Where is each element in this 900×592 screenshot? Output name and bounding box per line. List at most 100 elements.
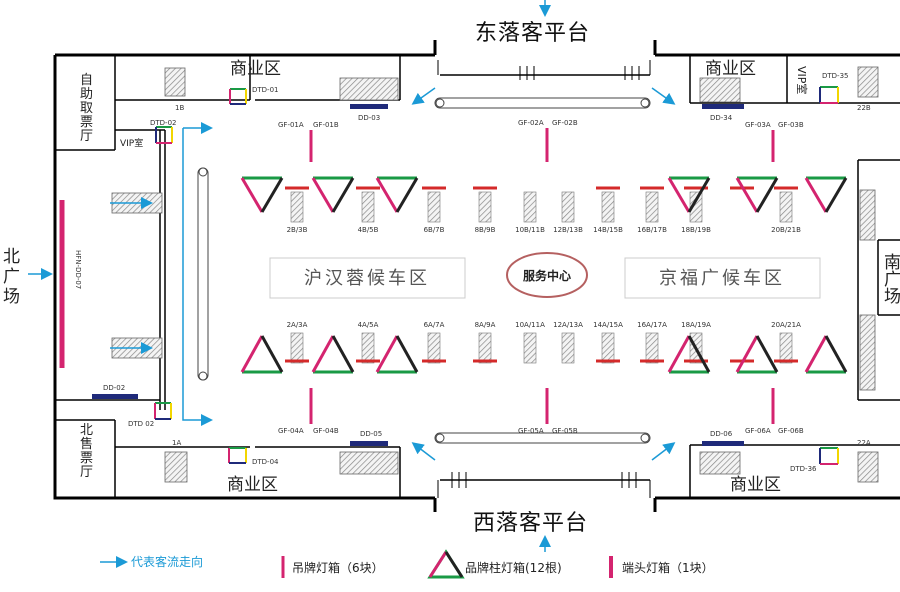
code-labels: DD-03 DD-34 DD-05 DD-06 DD-02 DTD-01 DTD… — [103, 72, 871, 473]
gate-label-bottom: 10A/11A — [515, 321, 545, 329]
door-signs — [154, 86, 839, 465]
commercial-area-top-left: 商业区 — [230, 59, 281, 79]
svg-text:GF-06B: GF-06B — [778, 427, 804, 435]
svg-text:GF-04B: GF-04B — [313, 427, 339, 435]
waiting-area-left-box — [269, 257, 466, 299]
gate-column-top — [779, 191, 793, 223]
gate-column-top — [361, 191, 375, 223]
svg-text:DTD 02: DTD 02 — [128, 420, 154, 428]
gate-label-top: 12B/13B — [553, 226, 583, 234]
gate-label-top: 14B/15B — [593, 226, 623, 234]
pillar-triangle-bottom — [804, 335, 848, 374]
waiting-area-left: 沪汉蓉候车区 — [304, 268, 430, 289]
gate-column-bottom — [523, 332, 537, 364]
svg-text:场: 场 — [884, 287, 900, 307]
gate-label-top: 10B/11B — [515, 226, 545, 234]
gate-column-bottom — [290, 332, 304, 364]
svg-text:GF-03B: GF-03B — [778, 121, 804, 129]
legend: 代表客流走向 吊牌灯箱（6块） 品牌柱灯箱(12根) 端头灯箱（1块） — [131, 549, 714, 579]
gate-label-top: 6B/7B — [424, 226, 445, 234]
endcap-code: HFN-DD-07 — [74, 250, 82, 289]
gate-label-top: 8B/9B — [475, 226, 496, 234]
service-center-label: 服务中心 — [523, 268, 571, 283]
pillar-triangle-top — [804, 176, 848, 213]
commercial-area-top-right: 商业区 — [705, 59, 756, 79]
svg-text:场: 场 — [3, 287, 20, 307]
gate-label-bottom: 12A/13A — [553, 321, 583, 329]
service-center-outline — [506, 252, 588, 298]
gate-column-top — [427, 191, 441, 223]
svg-text:取: 取 — [80, 101, 93, 116]
legend-endcap-label: 端头灯箱（1块） — [622, 560, 714, 575]
legend-pillar-label: 品牌柱灯箱(12根) — [465, 560, 562, 575]
north-ticket-hall: 北 售 票 厅 — [80, 423, 93, 480]
pillar-triangle-bottom — [667, 335, 711, 374]
legend-flow-label: 代表客流走向 — [131, 554, 203, 569]
gate-label-bottom: 4A/5A — [358, 321, 379, 329]
door-sign-dtd01 — [229, 88, 247, 105]
hanging-light-boxes — [59, 128, 775, 424]
commercial-area-bottom-right: 商业区 — [730, 475, 781, 495]
gate-column-bottom — [601, 332, 615, 364]
gate-label-top: 2B/3B — [287, 226, 308, 234]
door-sign-dtd02b — [154, 402, 172, 420]
gate-label-bottom: 20A/21A — [771, 321, 801, 329]
east-platform-title: 东落客平台 — [475, 21, 590, 46]
dd-bars — [92, 104, 744, 446]
gate-label-top: 18B/19B — [681, 226, 711, 234]
legend-hanging-label: 吊牌灯箱（6块） — [292, 560, 384, 575]
gates-top: 2B/3B 4B/5B 6B/7B 8B/9B 10B/11B 12B/13B 14B/15… — [287, 191, 801, 234]
waiting-area-right: 京福广候车区 — [659, 268, 785, 289]
svg-text:DTD-36: DTD-36 — [790, 465, 817, 473]
right-rooms — [689, 55, 900, 498]
escalators — [197, 97, 651, 444]
gate-label-bottom: 2A/3A — [287, 321, 308, 329]
gate-label-top: 16B/17B — [637, 226, 667, 234]
svg-text:广: 广 — [3, 267, 20, 287]
waiting-area-right-box — [624, 257, 821, 299]
pillar-triangle-top — [735, 176, 779, 213]
gate-column-bottom — [361, 332, 375, 364]
left-rooms — [55, 55, 401, 498]
svg-text:GF-03A: GF-03A — [745, 121, 771, 129]
svg-text:南: 南 — [884, 253, 900, 273]
svg-text:厅: 厅 — [80, 129, 93, 144]
bottom-gate-bar — [437, 472, 651, 498]
svg-text:DTD-01: DTD-01 — [252, 86, 279, 94]
svg-text:DTD-02: DTD-02 — [150, 119, 177, 127]
svg-text:DTD-04: DTD-04 — [252, 458, 279, 466]
gate-label-top: 20B/21B — [771, 226, 801, 234]
south-square-label: 南 广 场 — [884, 253, 900, 307]
pillar-light-boxes — [240, 176, 848, 374]
svg-text:GF-04A: GF-04A — [278, 427, 304, 435]
svg-text:22A: 22A — [857, 439, 871, 447]
svg-text:广: 广 — [884, 270, 900, 290]
gate-label-bottom: 8A/9A — [475, 321, 496, 329]
gate-column-bottom — [779, 332, 793, 364]
pillar-triangle-top — [667, 176, 711, 213]
gate-column-top — [689, 191, 703, 223]
pillar-triangle-bottom — [735, 335, 779, 374]
pillar-triangle-bottom — [311, 335, 355, 374]
svg-text:GF-01B: GF-01B — [313, 121, 339, 129]
gate-column-bottom — [561, 332, 575, 364]
svg-text:GF-05A: GF-05A — [518, 427, 544, 435]
west-platform-title: 西落客平台 — [473, 511, 588, 536]
gate-label-top: 4B/5B — [358, 226, 379, 234]
svg-text:自: 自 — [80, 73, 93, 88]
gate-column-top — [601, 191, 615, 223]
pillar-triangle-top — [240, 176, 284, 213]
svg-text:北: 北 — [80, 423, 93, 438]
vip-room-right: VIP室 — [795, 66, 809, 94]
legend-pillar-swatch — [427, 549, 465, 579]
svg-text:22B: 22B — [857, 104, 871, 112]
gate-column-top — [290, 191, 304, 223]
pillar-triangle-top — [375, 176, 419, 213]
outer-walls — [53, 40, 900, 512]
gate-column-top — [561, 191, 575, 223]
svg-text:票: 票 — [80, 115, 93, 130]
top-gate-bar — [437, 60, 651, 80]
svg-text:厅: 厅 — [80, 465, 93, 480]
svg-text:DTD-35: DTD-35 — [822, 72, 849, 80]
